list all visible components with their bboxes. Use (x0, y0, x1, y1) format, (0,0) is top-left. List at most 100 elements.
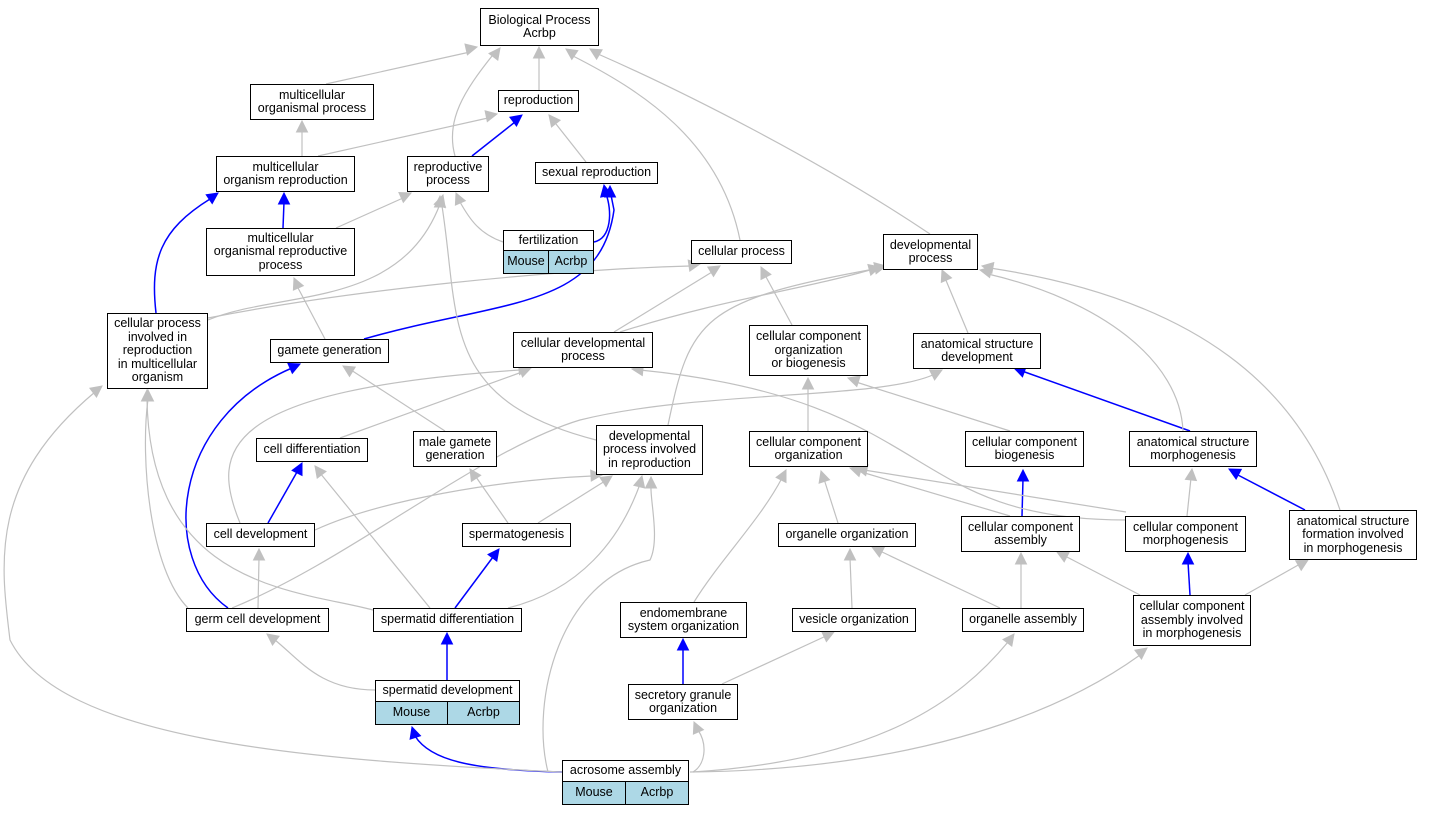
arrowhead-sg-dpir (599, 475, 613, 488)
node-cellular-component-assembly-involved-in-morphogenesis[interactable]: cellular component assembly involved in … (1133, 595, 1251, 646)
annotation-gene-cell[interactable]: Acrbp (447, 702, 519, 724)
node-cellular-process-involved-in-reproduction[interactable]: cellular process involved in reproductio… (107, 313, 208, 389)
annotation-species-cell[interactable]: Mouse (376, 702, 447, 724)
arrowhead-aa-sdev (409, 725, 422, 740)
node-endomembrane-system-organization[interactable]: endomembrane system organization (620, 602, 747, 638)
edge-mor-repro (317, 117, 489, 157)
arrowhead-fert-rp (454, 191, 467, 206)
node-secretory-granule-organization[interactable]: secretory granule organization (628, 684, 738, 720)
edge-fert-rp (459, 201, 504, 243)
node-spermatogenesis[interactable]: spermatogenesis (462, 523, 571, 547)
edge-cdp-dp (619, 269, 871, 333)
edge-aa-sdev (414, 735, 563, 773)
edge-aa-oa (692, 641, 1009, 773)
edge-ccm-cco (863, 469, 1127, 513)
node-anatomical-structure-morphogenesis[interactable]: anatomical structure morphogenesis (1129, 431, 1257, 467)
edge-asm-dp (987, 273, 1184, 432)
edge-rp-bp (451, 55, 493, 157)
edge-aa-cpir (3, 391, 563, 773)
annotation-cells: Mouse Acrbp (376, 701, 519, 724)
edge-sg-mgg (475, 476, 509, 524)
edge-aa-ccaim (689, 654, 1141, 773)
edge-eso-cco (693, 477, 783, 603)
node-spermatid-development-label: spermatid development (382, 683, 513, 698)
edge-asd-dp (944, 277, 969, 334)
node-organelle-assembly[interactable]: organelle assembly (962, 608, 1084, 632)
annotation-species-cell[interactable]: Mouse (504, 251, 548, 273)
node-multicellular-organism-reproduction[interactable]: multicellular organism reproduction (216, 156, 355, 192)
arrowhead-ccaim-asf (1294, 559, 1309, 572)
arrowhead-sdev-gcd (266, 633, 280, 646)
node-multicellular-organismal-process[interactable]: multicellular organismal process (250, 84, 374, 120)
node-cellular-component-morphogenesis[interactable]: cellular component morphogenesis (1125, 516, 1246, 552)
edge-morp-mor (282, 201, 285, 229)
node-developmental-process-involved-in-reproduction[interactable]: developmental process involved in reprod… (596, 425, 703, 475)
node-fertilization[interactable]: fertilization Mouse Acrbp (503, 230, 594, 274)
annotation-gene-cell[interactable]: Acrbp (548, 251, 593, 273)
edge-asf-asm (1235, 473, 1306, 511)
arrowhead-gcd-cdev (252, 547, 266, 561)
edge-sdev-gcd (274, 639, 376, 691)
annotation-species-cell[interactable]: Mouse (563, 782, 625, 804)
node-reproduction[interactable]: reproduction (498, 90, 579, 112)
arrowhead-aa-ccaim (1134, 647, 1148, 660)
edge-ccm-cdp (639, 369, 1127, 521)
node-cellular-component-assembly[interactable]: cellular component assembly (961, 516, 1080, 552)
node-reproductive-process[interactable]: reproductive process (407, 156, 489, 192)
node-biological-process[interactable]: Biological Process Acrbp (480, 8, 599, 46)
arrowhead-gg-morp (292, 276, 305, 291)
node-fertilization-label: fertilization (518, 232, 579, 247)
arrowhead-oo-cco (818, 469, 831, 484)
edge-gg-sr (363, 194, 615, 340)
arrowhead-ccaim-cca (1056, 551, 1071, 563)
edge-gcd-cpir (144, 398, 189, 609)
node-cell-development[interactable]: cell development (206, 523, 315, 547)
node-vesicle-organization[interactable]: vesicle organization (792, 608, 916, 632)
edge-dp-bp (597, 53, 931, 235)
annotation-gene-cell[interactable]: Acrbp (625, 782, 688, 804)
arrowhead-dp-bp (589, 48, 603, 61)
node-acrosome-assembly-label: acrosome assembly (569, 763, 682, 778)
node-germ-cell-development[interactable]: germ cell development (186, 608, 329, 632)
arrowhead-rp-bp (488, 47, 501, 61)
node-multicellular-organismal-reproductive-process[interactable]: multicellular organismal reproductive pr… (206, 228, 355, 276)
edge-cp-bp (572, 55, 741, 241)
arrowhead-aa-sgo (692, 720, 705, 735)
arrowhead-mgg-gg (342, 365, 357, 378)
arrowhead-repro-bp (532, 45, 546, 59)
node-cellular-developmental-process[interactable]: cellular developmental process (513, 332, 653, 368)
edge-gcd-gg (185, 367, 293, 609)
node-cellular-component-organization-or-biogenesis[interactable]: cellular component organization or bioge… (749, 325, 868, 376)
edge-sr-repro (555, 123, 587, 163)
arrowhead-cco-ccob (801, 376, 815, 390)
node-sexual-reproduction[interactable]: sexual reproduction (535, 162, 658, 184)
edge-gcd-cdev (257, 557, 260, 609)
edge-asf-dp (989, 267, 1341, 511)
node-cellular-component-organization[interactable]: cellular component organization (749, 431, 868, 467)
node-spermatid-differentiation[interactable]: spermatid differentiation (373, 608, 522, 632)
arrowhead-cp-bp (565, 48, 579, 61)
arrowhead-cdev-cd (291, 462, 303, 477)
arrowhead-cdp-cp (706, 265, 721, 278)
arrowhead-sgo-eso (676, 637, 690, 651)
edge-cdev-cdp (228, 369, 521, 524)
node-acrosome-assembly[interactable]: acrosome assembly Mouse Acrbp (562, 760, 689, 805)
edge-cdev-dpir (314, 475, 593, 531)
node-anatomical-structure-development[interactable]: anatomical structure development (913, 333, 1041, 369)
arrowhead-aa-dpir (644, 475, 658, 489)
node-developmental-process[interactable]: developmental process (883, 234, 978, 270)
arrowhead-vo-oo (843, 547, 857, 561)
node-spermatid-development[interactable]: spermatid development Mouse Acrbp (375, 680, 520, 725)
node-male-gamete-generation[interactable]: male gamete generation (413, 431, 497, 467)
edge-dpir-rp (441, 205, 597, 441)
edge-sd-sg (454, 556, 494, 609)
arrowhead-mop-bp (464, 43, 479, 56)
node-organelle-organization[interactable]: organelle organization (778, 523, 916, 547)
node-cell-differentiation[interactable]: cell differentiation (256, 438, 368, 462)
node-cellular-component-biogenesis[interactable]: cellular component biogenesis (965, 431, 1084, 467)
node-cellular-process[interactable]: cellular process (691, 240, 792, 264)
node-anatomical-structure-formation-involved-in-morphogenesis[interactable]: anatomical structure formation involved … (1289, 510, 1417, 560)
arrowhead-rp-repro (509, 114, 523, 127)
node-gamete-generation[interactable]: gamete generation (270, 339, 389, 363)
arrowhead-morp-mor (277, 191, 291, 205)
